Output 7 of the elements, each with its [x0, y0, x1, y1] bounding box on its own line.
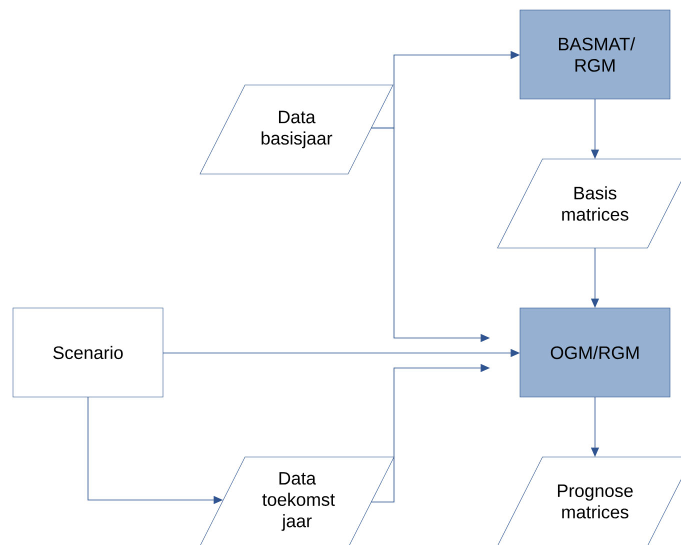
data-parallelogram: Data basisjaar — [200, 84, 394, 174]
input-box: Scenario — [12, 308, 164, 398]
process-box: OGM/RGM — [520, 308, 670, 398]
data-parallelogram: Data toekomst jaar — [200, 456, 394, 545]
data-parallelogram: Basis matrices — [497, 158, 681, 248]
data-parallelogram: Prognose matrices — [497, 456, 681, 545]
process-box: BASMAT/ RGM — [520, 10, 670, 100]
